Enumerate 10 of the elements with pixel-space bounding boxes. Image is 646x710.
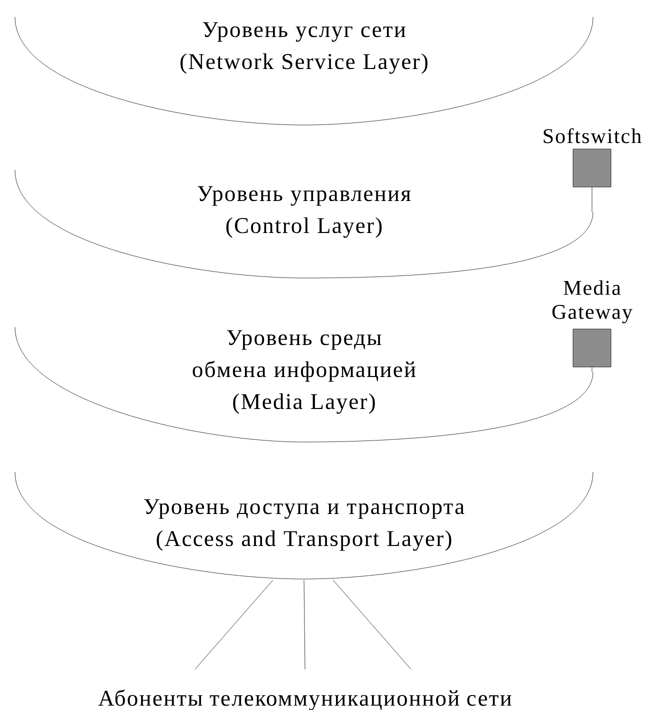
layer-bowl: Уровень услуг сети (Network Service Layer)	[14, 16, 594, 126]
subscribers-label: Абоненты телекоммуникационной сети	[98, 690, 512, 710]
connector-line	[332, 580, 412, 670]
connector-line	[194, 580, 274, 670]
layer-bowl: Уровень среды обмена информацией (Media Layer)	[14, 326, 594, 442]
layer-bowl: Уровень доступа и транспорта (Access and Transport Layer)	[14, 472, 594, 580]
connector-line	[304, 580, 306, 670]
node-label: Softswitch	[544, 128, 642, 144]
node-label: Media Gateway	[552, 280, 632, 324]
layer-bowl: Уровень управления (Control Layer)	[14, 170, 594, 278]
